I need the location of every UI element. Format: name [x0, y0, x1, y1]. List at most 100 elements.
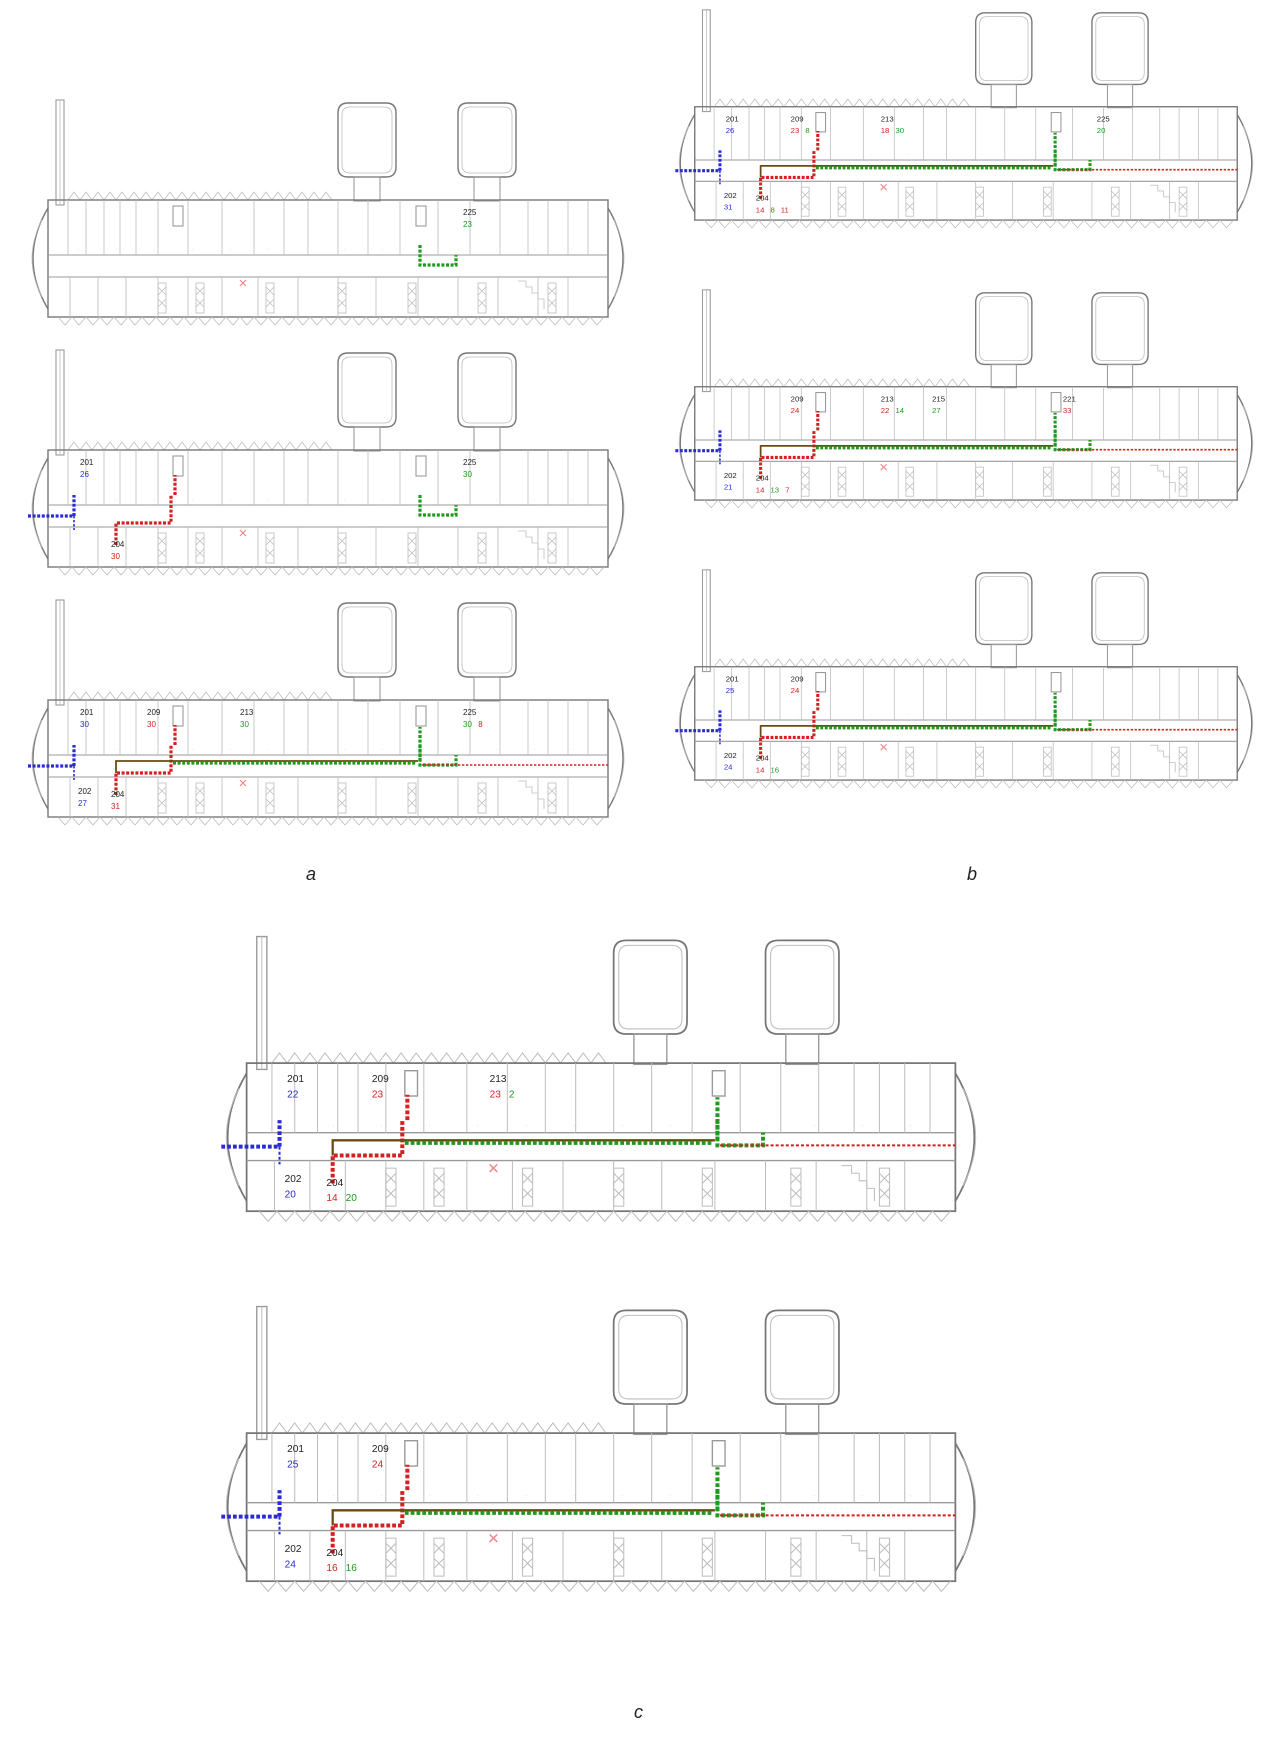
occupant-count-201: 26 — [80, 470, 89, 479]
column-cross — [1043, 750, 1052, 771]
column-cross — [837, 190, 847, 211]
column-cross — [1043, 470, 1052, 491]
building-outline: ·············· — [678, 569, 1254, 789]
column-cross — [547, 286, 557, 308]
ground-truss — [704, 499, 1234, 509]
rooftop-pod-2 — [1091, 572, 1149, 646]
room-tag: · — [268, 247, 269, 252]
rooftop-pod-inner-2 — [1095, 576, 1145, 641]
room-number-202: 202 — [724, 191, 737, 200]
column — [800, 746, 810, 777]
roof-truss — [713, 378, 971, 387]
room-number-209: 209 — [791, 674, 804, 683]
caption-c: c — [634, 1702, 643, 1722]
room-tag: · — [1166, 432, 1167, 437]
column — [265, 782, 275, 814]
room-tag: · — [534, 747, 535, 752]
room-number-209: 209 — [791, 394, 804, 403]
main-block — [245, 1432, 957, 1583]
room-tag: · — [834, 152, 835, 157]
room-tag: · — [458, 747, 459, 752]
room-tag: · — [908, 432, 909, 437]
west-wing-inner — [678, 685, 690, 761]
column-cross — [790, 1542, 802, 1569]
room-tag: · — [871, 152, 872, 157]
occupant-count-209: 24 — [791, 406, 800, 415]
column — [613, 1537, 625, 1577]
occupant-count-204: 20 — [346, 1193, 358, 1204]
column-cross — [265, 286, 275, 308]
evacuation-routes — [418, 245, 458, 267]
occupant-count-201: 25 — [287, 1459, 299, 1470]
occupant-count-202: 20 — [285, 1189, 297, 1200]
east-wing — [954, 1442, 976, 1572]
occupant-count-202: 21 — [724, 482, 733, 491]
room-tag: · — [382, 747, 383, 752]
room-tag: · — [766, 1124, 768, 1130]
stair-2 — [1050, 112, 1062, 133]
pod-neck-2 — [473, 426, 501, 452]
occupant-count-204: 31 — [111, 802, 120, 811]
stair-1 — [172, 205, 184, 227]
west-wing-inner — [678, 125, 690, 201]
rooftop-pod-2 — [457, 352, 517, 428]
pod-neck-1 — [990, 83, 1017, 109]
occupant-count-215: 27 — [932, 406, 941, 415]
column — [547, 532, 557, 564]
column — [407, 782, 417, 814]
pod-neck-2 — [1106, 363, 1134, 389]
column-cross — [613, 1542, 625, 1569]
room-number-204: 204 — [756, 194, 770, 203]
room-number-201: 201 — [287, 1074, 304, 1085]
occupant-count-209: 24 — [791, 686, 800, 695]
west-wing — [226, 1072, 248, 1202]
room-tag: · — [344, 497, 345, 502]
room-tag: · — [381, 1494, 383, 1500]
room-tag: · — [333, 1494, 335, 1500]
room-number-201: 201 — [287, 1444, 304, 1455]
route-brown — [759, 724, 1054, 738]
east-wing-inner — [613, 219, 625, 298]
room-tag: · — [572, 247, 573, 252]
pod-neck-2 — [785, 1033, 820, 1066]
pod-neck-2 — [1106, 643, 1134, 669]
room-tag: · — [477, 1124, 479, 1130]
room-tag: · — [982, 152, 983, 157]
rooftop-pod-inner-1 — [341, 606, 393, 674]
column — [790, 1167, 802, 1207]
west-wing-inner — [678, 405, 690, 481]
rooftop-pod-inner-2 — [1095, 296, 1145, 361]
column-cross — [433, 1172, 445, 1199]
pod-neck-1 — [353, 176, 381, 202]
x-mark — [239, 529, 247, 537]
room-tag: · — [344, 247, 345, 252]
occupant-count-225: 30 — [463, 470, 472, 479]
column — [837, 186, 847, 217]
room-number-215: 215 — [932, 394, 945, 403]
column — [1110, 186, 1120, 217]
room-tag: · — [1166, 152, 1167, 157]
column — [613, 1167, 625, 1207]
room-tag: · — [458, 497, 459, 502]
room-tag: · — [285, 1494, 287, 1500]
occupant-count-202: 27 — [78, 799, 87, 808]
column-cross — [701, 1542, 713, 1569]
column-cross — [547, 536, 557, 558]
column — [878, 1537, 891, 1577]
column-cross — [265, 536, 275, 558]
room-tag: · — [1129, 152, 1130, 157]
rooftop-pod-inner-1 — [979, 296, 1029, 361]
occupant-count-213: 2 — [509, 1089, 515, 1100]
column — [800, 466, 810, 497]
room-tag: · — [797, 432, 798, 437]
occupant-count-204: 14 — [756, 765, 765, 774]
room-tag: · — [761, 432, 762, 437]
column-cross — [157, 786, 167, 808]
pod-neck-1 — [990, 363, 1017, 389]
